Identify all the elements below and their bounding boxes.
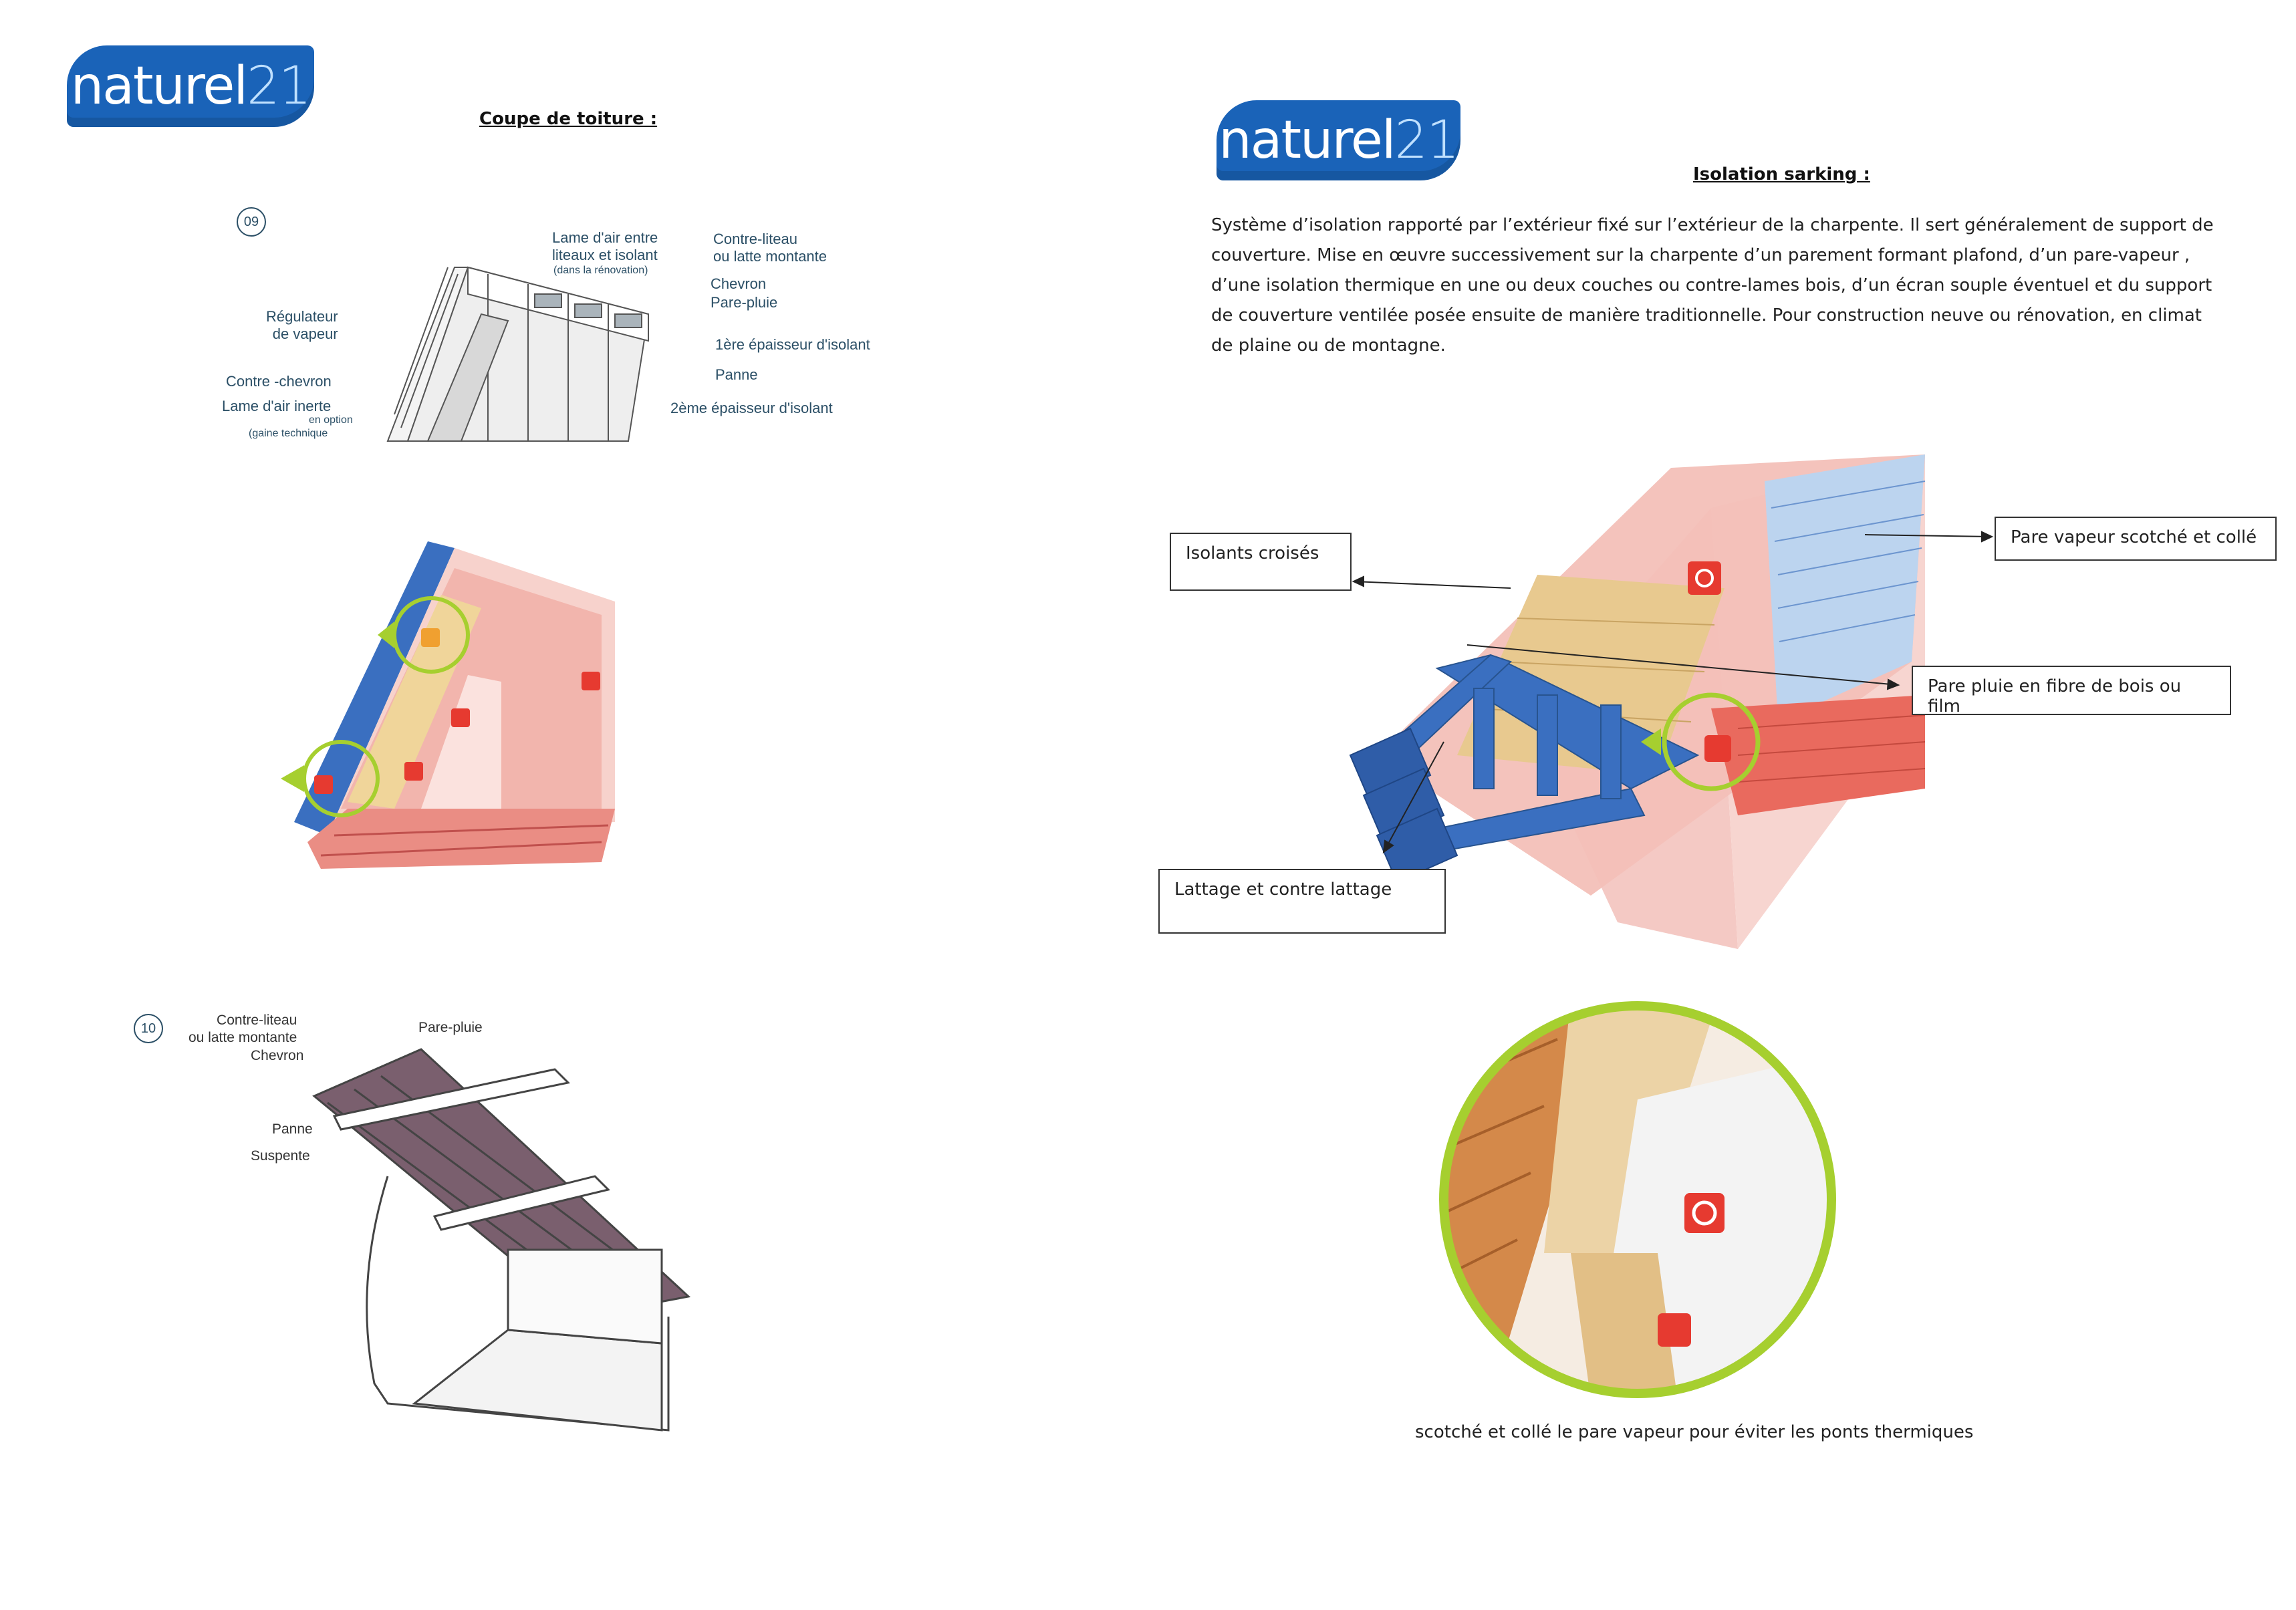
label-chevron: Chevron bbox=[711, 275, 767, 292]
logo-number: 21 bbox=[247, 56, 311, 116]
page-title-left: Coupe de toiture : bbox=[479, 109, 658, 129]
paragraph-line: Système d’isolation rapporté par l’extér… bbox=[1211, 215, 2214, 235]
logo-word: naturel bbox=[1219, 110, 1396, 170]
label-contre-chevron: Contre -chevron bbox=[226, 373, 332, 390]
roof-section-09-drawing bbox=[386, 266, 650, 442]
page-title-right: Isolation sarking : bbox=[1693, 164, 1870, 184]
callout-lattage: Lattage et contre lattage bbox=[1158, 869, 1446, 934]
detail-zoom-illustration bbox=[1439, 1001, 1836, 1398]
roof-section-10-drawing bbox=[312, 1048, 691, 1432]
label-10-pare-pluie: Pare-pluie bbox=[418, 1020, 483, 1035]
label-10-chevron: Chevron bbox=[251, 1048, 304, 1063]
callout-pare-pluie: Pare pluie en fibre de bois ou film bbox=[1912, 666, 2231, 716]
label-10-panne: Panne bbox=[272, 1121, 313, 1137]
logo-number: 21 bbox=[1394, 110, 1460, 170]
intro-paragraph: Système d’isolation rapporté par l’extér… bbox=[1211, 211, 2214, 361]
figure-number-10: 10 bbox=[134, 1014, 163, 1043]
attic-insulation-illustration bbox=[281, 541, 615, 869]
label-en-option: en option bbox=[309, 414, 353, 426]
paragraph-line: de plaine ou de montagne. bbox=[1211, 336, 1446, 356]
label-10-suspente: Suspente bbox=[251, 1148, 310, 1164]
paragraph-line: couverture. Mise en œuvre successivement… bbox=[1211, 245, 2190, 265]
label-gaine: (gaine technique bbox=[249, 428, 328, 439]
logo-word: naturel bbox=[70, 56, 248, 116]
figure-number-09: 09 bbox=[237, 207, 266, 237]
callout-pare-vapeur: Pare vapeur scotché et collé bbox=[1995, 517, 2277, 561]
paragraph-line: de couverture ventilée posée ensuite de … bbox=[1211, 305, 2202, 325]
detail-caption: scotché et collé le pare vapeur pour évi… bbox=[1415, 1422, 1974, 1442]
label-panne: Panne bbox=[715, 366, 758, 383]
label-lame-inerte: Lame d'air inerte bbox=[222, 398, 332, 414]
paragraph-line: d’une isolation thermique en une ou deux… bbox=[1211, 275, 2212, 295]
label-pare-pluie: Pare-pluie bbox=[711, 294, 778, 311]
label-epaisseur-1: 1ère épaisseur d'isolant bbox=[715, 336, 870, 353]
callout-isolants-croises: Isolants croisés bbox=[1170, 533, 1352, 591]
label-epaisseur-2: 2ème épaisseur d'isolant bbox=[670, 400, 833, 416]
sarking-roof-illustration bbox=[1349, 454, 1926, 949]
label-renovation: (dans la rénovation) bbox=[553, 265, 648, 276]
